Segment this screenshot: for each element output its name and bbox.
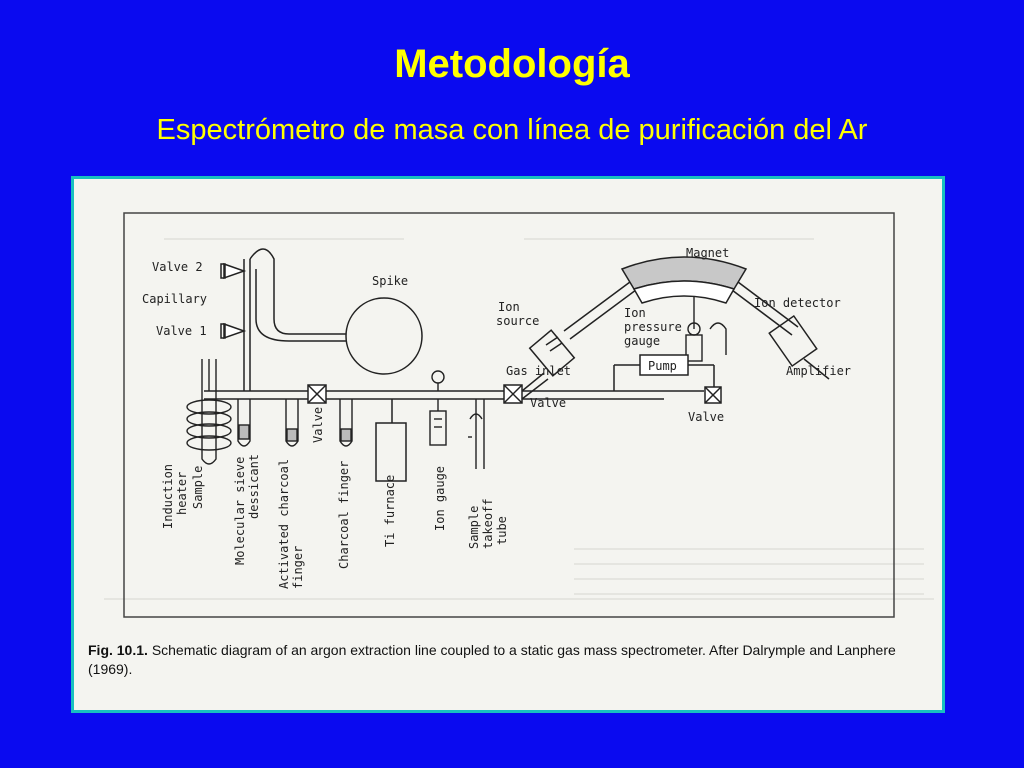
label-valve1: Valve 1 [156,324,207,338]
label-ion-pressure-1: Ion [624,306,646,320]
caption-text: Schematic diagram of an argon extraction… [88,642,896,677]
line-valve [307,384,327,404]
label-amplifier: Amplifier [786,364,851,378]
label-ion-pressure-3: gauge [624,334,660,348]
ion-detector [768,314,830,380]
label-valve-line: Valve [311,407,325,443]
label-ion-source-1: Ion [498,300,520,314]
slide-subtitle: Espectrómetro de masa con línea de purif… [156,114,868,146]
slide-title: Metodología [394,42,630,86]
ion-pressure-gauge [685,297,727,362]
ti-furnace [375,399,407,482]
figure-panel: Valve 2 Capillary Valve 1 Spike Magnet I… [71,176,945,713]
capillary-assembly [220,248,339,391]
magnet [620,256,748,304]
label-induction-heater-2: heater [175,472,189,515]
gas-inlet-valve [503,384,523,404]
figure-caption: Fig. 10.1. Schematic diagram of an argon… [88,641,928,679]
caption-label: Fig. 10.1. [88,642,148,658]
label-sample: Sample [191,466,205,509]
label-pump: Pump [648,359,677,373]
label-ion-pressure-2: pressure [624,320,682,334]
pump-lines [613,364,715,392]
label-sample-takeoff-1: Sample [467,506,481,549]
bleed-through-marks [104,238,934,600]
label-valve-pump: Valve [688,410,724,424]
label-sample-takeoff-3: tube [495,516,509,545]
label-act-charcoal-1: Activated charcoal [277,459,291,589]
label-ion-detector: Ion detector [754,296,841,310]
spike-flask [339,297,423,375]
label-sample-takeoff-2: takeoff [481,498,495,549]
main-gas-line [204,390,664,400]
ion-source [521,329,576,400]
diagram-frame [123,212,895,618]
induction-heater [186,359,232,465]
label-ion-source-2: source [496,314,539,328]
label-valve2: Valve 2 [152,260,203,274]
label-capillary: Capillary [142,292,207,306]
label-spike: Spike [372,274,408,288]
charcoal-finger [339,399,353,447]
pump-valve [704,386,722,404]
activated-charcoal-finger [285,399,299,447]
label-act-charcoal-2: finger [291,546,305,589]
label-valve-inlet: Valve [530,396,566,410]
vertical-labels: Induction heater Sample Molecular sieve … [161,407,509,589]
label-mol-sieve-2: dessicant [247,454,261,519]
label-mol-sieve-1: Molecular sieve [233,457,247,565]
argon-extraction-diagram: Valve 2 Capillary Valve 1 Spike Magnet I… [104,212,934,618]
flight-tube [563,278,799,340]
molecular-sieve [237,399,251,447]
label-charcoal-finger: Charcoal finger [337,461,351,569]
ion-gauge [429,370,447,446]
sample-takeoff-tube [468,399,485,469]
label-magnet: Magnet [686,246,729,260]
label-ion-gauge: Ion gauge [433,466,447,531]
label-gas-inlet: Gas inlet [506,364,571,378]
label-ti-furnace: Ti furnace [383,475,397,547]
label-induction-heater-1: Induction [161,464,175,529]
